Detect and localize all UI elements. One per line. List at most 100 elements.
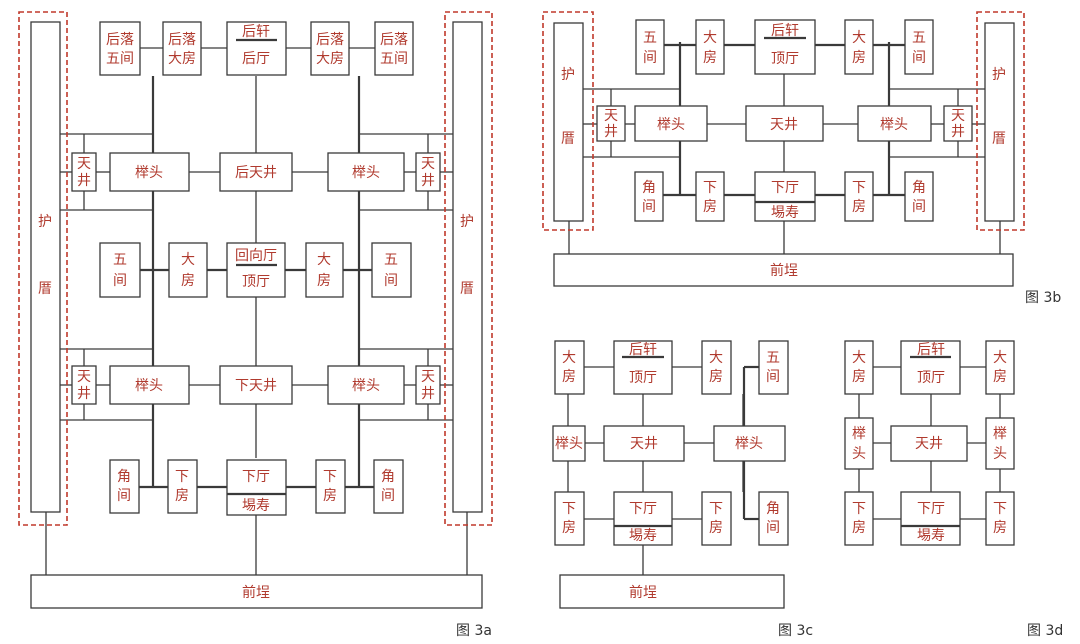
label-xia-fang-3d-l1: 下 bbox=[852, 501, 866, 517]
label-da-fang-3d-r1: 大 bbox=[993, 350, 1007, 366]
hu-cuo-frame-left-3a bbox=[18, 11, 68, 526]
label-wu-jian-3b-l1: 五 bbox=[643, 30, 657, 46]
label-tian-jing-ur-1: 天 bbox=[421, 156, 435, 172]
label-zhuan-tou-3d-r2: 头 bbox=[993, 446, 1007, 462]
label-hou-ting-3a: 后厅 bbox=[242, 51, 270, 67]
label-zhuan-tou-3d-r1: 榉 bbox=[993, 426, 1007, 442]
label-hou-luo-da-fang-left-1: 后落 bbox=[168, 32, 196, 48]
label-ding-ting-3a: 顶厅 bbox=[242, 274, 270, 290]
label-xia-ting-3a: 下厅 bbox=[242, 469, 270, 485]
label-jiao-jian-3b-r2: 间 bbox=[912, 199, 926, 215]
label-wu-jian-3b-r1: 五 bbox=[912, 30, 926, 46]
label-tian-jing-3c: 天井 bbox=[630, 436, 658, 452]
label-hu-cuo-left-2: 厝 bbox=[38, 281, 52, 297]
label-xia-fang-bl-2: 房 bbox=[175, 488, 189, 504]
label-hou-luo-da-fang-right-2: 大房 bbox=[316, 51, 344, 67]
label-hou-luo-da-fang-right-1: 后落 bbox=[316, 32, 344, 48]
label-da-fang-3d-l1: 大 bbox=[852, 350, 866, 366]
label-da-fang-3c-l2: 房 bbox=[562, 369, 576, 385]
label-tian-jing-3b-r1: 天 bbox=[951, 108, 965, 124]
label-zhuan-tou-3b-l: 榉头 bbox=[657, 117, 685, 133]
label-jiao-jian-br-1: 角 bbox=[381, 469, 395, 485]
label-hou-xuan-3a: 后轩 bbox=[242, 24, 270, 40]
label-wu-jian-3b-l2: 间 bbox=[643, 50, 657, 66]
label-tian-jing-3b-l1: 天 bbox=[604, 108, 618, 124]
label-tian-jing-ll-1: 天 bbox=[77, 369, 91, 385]
label-wu-jian-mr-2: 间 bbox=[384, 273, 398, 289]
label-hu-cuo-3b-l1: 护 bbox=[561, 67, 575, 83]
hu-cuo-left-3a bbox=[30, 21, 61, 513]
label-ta-shou-3d: 埸寿 bbox=[917, 527, 945, 544]
label-zhuan-tou-ur: 榉头 bbox=[352, 165, 380, 181]
label-da-fang-3b-l2: 房 bbox=[703, 50, 717, 66]
label-da-fang-3c-l1: 大 bbox=[562, 350, 576, 366]
label-ta-shou-3a: 埸寿 bbox=[242, 497, 270, 514]
label-da-fang-ml-1: 大 bbox=[181, 252, 195, 268]
label-tian-jing-ul-2: 井 bbox=[77, 173, 91, 189]
caption-fig-3d: 图 3d bbox=[1027, 623, 1063, 639]
label-zhuan-tou-lr: 榉头 bbox=[352, 378, 380, 394]
label-hu-cuo-3b-l2: 厝 bbox=[561, 131, 575, 147]
label-hui-xiang-ting: 回向厅 bbox=[235, 248, 277, 264]
label-wu-jian-3c-1: 五 bbox=[766, 350, 780, 366]
label-hou-luo-wu-jian-right-2: 五间 bbox=[380, 51, 408, 67]
label-jiao-jian-3b-r1: 角 bbox=[912, 180, 926, 196]
label-wu-jian-ml-2: 间 bbox=[113, 273, 127, 289]
label-ding-ting-3d: 顶厅 bbox=[917, 370, 945, 386]
label-hou-xuan-3d: 后轩 bbox=[917, 342, 945, 358]
label-xia-fang-3d-r1: 下 bbox=[993, 501, 1007, 517]
label-qian-cheng-3a: 前埕 bbox=[242, 584, 270, 601]
label-xia-fang-br-2: 房 bbox=[323, 488, 337, 504]
label-xia-fang-3c-l2: 房 bbox=[562, 520, 576, 536]
label-xia-fang-3d-l2: 房 bbox=[852, 520, 866, 536]
label-qian-cheng-3b: 前埕 bbox=[770, 262, 798, 279]
label-zhuan-tou-ul: 榉头 bbox=[135, 165, 163, 181]
figure-3d: 大 房 后轩 顶厅 大 房 榉 头 天井 榉 头 下 房 下厅 埸寿 下 房 图… bbox=[844, 340, 1063, 639]
label-da-fang-3c-r2: 房 bbox=[709, 369, 723, 385]
caption-fig-3c: 图 3c bbox=[778, 623, 813, 639]
label-xia-fang-3c-r1: 下 bbox=[709, 501, 723, 517]
label-hu-cuo-3b-r2: 厝 bbox=[992, 131, 1006, 147]
label-hu-cuo-3b-r1: 护 bbox=[992, 67, 1006, 83]
label-da-fang-mr-2: 房 bbox=[317, 273, 331, 289]
label-xia-ting-3d: 下厅 bbox=[917, 501, 945, 517]
label-hou-luo-wu-jian-right-1: 后落 bbox=[380, 32, 408, 48]
label-wu-jian-ml-1: 五 bbox=[113, 252, 127, 268]
label-jiao-jian-3c-1: 角 bbox=[766, 501, 780, 517]
label-wu-jian-3b-r2: 间 bbox=[912, 50, 926, 66]
label-da-fang-3d-r2: 房 bbox=[993, 369, 1007, 385]
label-ding-ting-3b: 顶厅 bbox=[771, 51, 799, 67]
label-hu-cuo-right-1: 护 bbox=[460, 214, 474, 230]
label-da-fang-3d-l2: 房 bbox=[852, 369, 866, 385]
label-xia-fang-3b-r2: 房 bbox=[852, 199, 866, 215]
label-ta-shou-3b: 埸寿 bbox=[771, 204, 799, 221]
label-xia-ting-3c: 下厅 bbox=[629, 501, 657, 517]
label-xia-fang-3b-r1: 下 bbox=[852, 180, 866, 196]
label-hu-cuo-left-1: 护 bbox=[38, 214, 52, 230]
label-xia-fang-3b-l1: 下 bbox=[703, 180, 717, 196]
label-zhuan-tou-3c-r: 榉头 bbox=[735, 436, 763, 452]
label-xia-fang-3c-l1: 下 bbox=[562, 501, 576, 517]
label-jiao-jian-bl-2: 间 bbox=[117, 488, 131, 504]
label-da-fang-ml-2: 房 bbox=[181, 273, 195, 289]
label-xia-ting-3b: 下厅 bbox=[771, 180, 799, 196]
label-xia-fang-3c-r2: 房 bbox=[709, 520, 723, 536]
caption-fig-3a: 图 3a bbox=[456, 623, 492, 639]
label-da-fang-mr-1: 大 bbox=[317, 252, 331, 268]
label-ta-shou-3c: 埸寿 bbox=[629, 527, 657, 544]
label-da-fang-3b-l1: 大 bbox=[703, 30, 717, 46]
label-tian-jing-lr-1: 天 bbox=[421, 369, 435, 385]
label-hou-xuan-3c: 后轩 bbox=[629, 342, 657, 358]
label-zhuan-tou-ll: 榉头 bbox=[135, 378, 163, 394]
label-tian-jing-3b-center: 天井 bbox=[770, 117, 798, 133]
figure-3b: 五 间 大 房 后轩 顶厅 大 房 五 间 天 井 榉头 天井 榉头 天 井 角… bbox=[542, 11, 1061, 306]
label-zhuan-tou-3d-l2: 头 bbox=[852, 446, 866, 462]
label-tian-jing-ll-2: 井 bbox=[77, 386, 91, 402]
label-jiao-jian-3b-l2: 间 bbox=[642, 199, 656, 215]
label-zhuan-tou-3c-l: 榉头 bbox=[555, 436, 583, 452]
label-tian-jing-3b-r2: 井 bbox=[951, 124, 965, 140]
label-hou-xuan-3b: 后轩 bbox=[771, 23, 799, 39]
label-ding-ting-3c: 顶厅 bbox=[629, 370, 657, 386]
